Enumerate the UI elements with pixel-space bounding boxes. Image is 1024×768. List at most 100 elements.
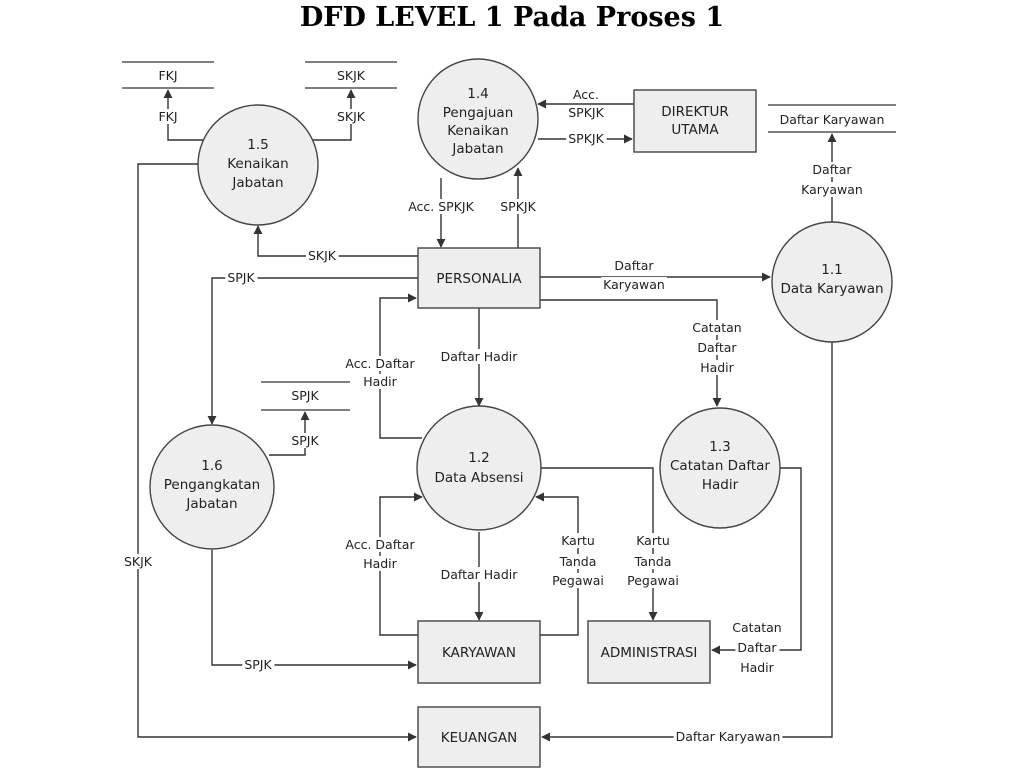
- data-store-spjk: SPJK: [261, 381, 350, 411]
- process-1-5-label-2: Jabatan: [231, 175, 283, 191]
- flow-label-spjk-karyawan: SPJK: [244, 657, 272, 672]
- flow-label-backing: [225, 270, 258, 285]
- store-spjk-label: SPJK: [291, 388, 319, 403]
- flow-spjk-personalia: [207, 277, 418, 425]
- process-1-1-label: Data Karyawan: [780, 281, 883, 297]
- entity-personalia-label: PERSONALIA: [436, 271, 522, 287]
- flow-label-backing: [612, 258, 657, 273]
- entity-karyawan: KARYAWAN: [417, 620, 541, 684]
- flow-label-ktp-admin-1: Kartu: [636, 533, 670, 548]
- flow-label-catatan-3: Hadir: [700, 360, 734, 375]
- flow-label-daftar-karyawan-p11-1: Daftar: [614, 258, 654, 273]
- process-1-6: 1.6 Pengangkatan Jabatan: [149, 424, 275, 550]
- flow-label-ktp-karyawan-1: Kartu: [561, 533, 595, 548]
- entity-keuangan-label: KEUANGAN: [441, 730, 517, 746]
- entity-administrasi: ADMINISTRASI: [587, 620, 711, 684]
- flow-label-backing: [289, 433, 322, 448]
- flow-skjk-personalia: [253, 225, 418, 257]
- flow-label-backing: [361, 556, 400, 571]
- flow-label-daftar-hadir-down: Daftar Hadir: [441, 349, 519, 364]
- flow-label-fkj: FKJ: [158, 109, 177, 124]
- flow-label-backing: [361, 374, 400, 389]
- flow-label-backing: [438, 567, 521, 582]
- flow-label-backing: [698, 360, 737, 375]
- process-1-2-number: 1.2: [468, 450, 489, 466]
- flow-label-acc-daftar-hadir-up-2: Hadir: [363, 374, 397, 389]
- flow-label-backing: [305, 248, 339, 263]
- flow-label-skjk-personalia: SKJK: [308, 248, 337, 263]
- flow-label-backing: [566, 131, 607, 146]
- flow-catatan-daftar-hadir: [540, 299, 722, 407]
- data-store-fkj: FKJ: [122, 61, 214, 89]
- store-skjk-label: SKJK: [337, 68, 366, 83]
- flow-label-ktp-karyawan-3: Pegawai: [552, 573, 604, 588]
- process-1-2: 1.2 Data Absensi: [416, 405, 542, 531]
- flow-skjk-store: [303, 89, 356, 141]
- flow-label-acc-spkjk-personalia: Acc. SPKJK: [408, 199, 474, 214]
- flow-label-backing: [498, 199, 539, 214]
- flow-label-acc-daftar-hadir-up-1: Acc. Daftar: [345, 356, 415, 371]
- store-fkj-label: FKJ: [158, 68, 177, 83]
- flow-label-catatan-admin-2: Daftar: [737, 640, 777, 655]
- store-daftar-karyawan-label: Daftar Karyawan: [780, 112, 885, 127]
- flow-label-acc-spkjk-dir-1: Acc.: [573, 87, 599, 102]
- flow-label-backing: [343, 537, 418, 552]
- entity-karyawan-label: KARYAWAN: [442, 645, 516, 661]
- flow-label-backing: [735, 640, 780, 655]
- flow-label-ktp-admin-2: Tanda: [634, 554, 672, 569]
- process-1-2-label: Data Absensi: [434, 470, 523, 486]
- flow-label-spkjk-dir: SPKJK: [568, 131, 604, 146]
- process-1-5: 1.5 Kenaikan Jabatan: [197, 104, 319, 226]
- flow-label-backing: [799, 182, 865, 197]
- flow-label-backing: [673, 729, 783, 744]
- process-1-5-number: 1.5: [247, 137, 268, 153]
- flow-label-backing: [556, 554, 599, 569]
- flow-fkj: [163, 89, 213, 141]
- flow-label-catatan-admin-1: Catatan: [732, 620, 781, 635]
- flow-label-backing: [242, 657, 275, 672]
- flow-label-daftar-karyawan-store-1: Daftar: [812, 162, 852, 177]
- flow-label-backing: [690, 320, 744, 335]
- flow-kartu-tanda-pegawai-admin: [541, 467, 658, 621]
- entity-personalia: PERSONALIA: [417, 247, 541, 309]
- process-1-1: 1.1 Data Karyawan: [771, 221, 893, 343]
- process-1-4-number: 1.4: [467, 86, 488, 102]
- flow-label-daftar-hadir-karyawan: Daftar Hadir: [441, 567, 519, 582]
- diagram-title: DFD LEVEL 1 Pada Proses 1: [299, 2, 725, 33]
- flow-label-backing: [550, 573, 606, 588]
- flow-label-backing: [625, 573, 681, 588]
- flow-label-spjk-store: SPJK: [291, 433, 319, 448]
- entity-direktur-label-1: DIREKTUR: [661, 104, 729, 120]
- flow-label-backing: [634, 533, 672, 548]
- flow-label-backing: [121, 554, 155, 569]
- data-store-daftar-karyawan: Daftar Karyawan: [768, 104, 896, 133]
- flow-label-acc-daftar-hadir-low-1: Acc. Daftar: [345, 537, 415, 552]
- flow-label-ktp-karyawan-2: Tanda: [559, 554, 597, 569]
- flow-label-backing: [631, 554, 674, 569]
- process-1-6-number: 1.6: [201, 458, 222, 474]
- flow-label-acc-spkjk-dir-2: SPKJK: [568, 105, 604, 120]
- flow-label-backing: [738, 660, 777, 675]
- flow-label-daftar-karyawan-keuangan: Daftar Karyawan: [676, 729, 781, 744]
- process-1-6-label-2: Jabatan: [185, 496, 237, 512]
- flow-label-backing: [566, 105, 607, 120]
- flow-label-catatan-admin-3: Hadir: [740, 660, 774, 675]
- process-1-4-label-1: Pengajuan: [443, 105, 514, 121]
- flow-label-catatan-2: Daftar: [697, 340, 737, 355]
- flow-label-catatan-1: Catatan: [692, 320, 741, 335]
- data-store-skjk: SKJK: [305, 61, 397, 89]
- flow-labels: FKJ SKJK Acc. SPKJK SPKJK Daftar Karyawa…: [121, 87, 865, 744]
- flow-label-backing: [570, 87, 602, 102]
- process-1-3-label-1: Catatan Daftar: [670, 458, 770, 474]
- flow-label-ktp-admin-3: Pegawai: [627, 573, 679, 588]
- flow-label-backing: [730, 620, 784, 635]
- flow-label-backing: [406, 199, 477, 214]
- entity-direktur-utama: DIREKTUR UTAMA: [633, 89, 757, 153]
- process-1-4-label-2: Kenaikan: [447, 123, 508, 139]
- flow-label-skjk-keuangan: SKJK: [124, 554, 153, 569]
- flow-label-backing: [438, 349, 521, 364]
- flow-label-backing: [810, 162, 855, 177]
- flow-label-backing: [559, 533, 597, 548]
- flow-spjk-store: [269, 411, 310, 456]
- process-1-4-label-3: Jabatan: [451, 141, 503, 157]
